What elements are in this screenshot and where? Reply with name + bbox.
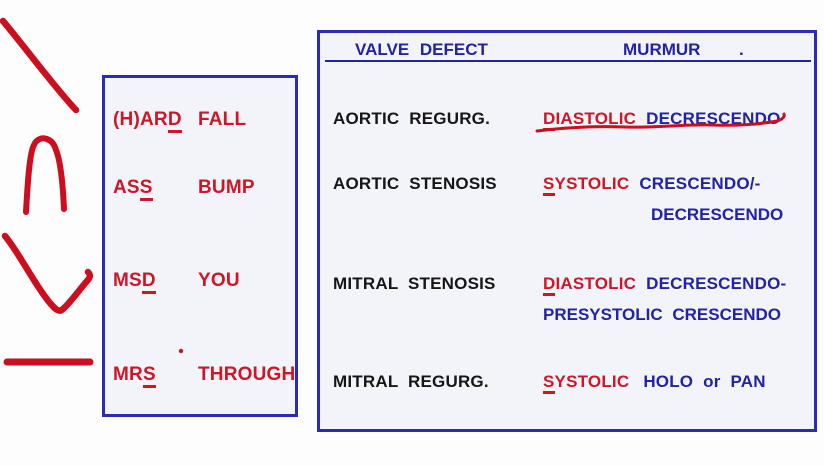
timing-rest: IASTOLIC (555, 109, 637, 128)
table-row: MITRAL REGURG. SYSTOLIC HOLO or PAN (320, 372, 814, 394)
mnemonic-word1: MSD (113, 270, 156, 294)
murmur-timing: SYSTOLIC (543, 372, 630, 394)
mnemonic-word1-underlined-letter: S (139, 178, 153, 201)
murmur-shape: DECRESCENDO (646, 109, 781, 128)
mnemonic-word1: (H)ARD (113, 109, 182, 133)
murmur-shape-line2: DECRESCENDO (651, 205, 784, 224)
mnemonic-word1-pre: MR (113, 364, 143, 385)
mnemonic-row: MRS THROUGH (105, 364, 295, 388)
decrescendo-slope-drawing (0, 17, 80, 114)
mnemonic-word2: YOU (198, 270, 240, 291)
murmur-timing: SYSTOLIC (543, 174, 630, 196)
crescendo-decrescendo-arch-drawing (23, 135, 67, 215)
mnemonic-word1-underlined-letter: D (141, 271, 156, 294)
mnemonic-word1: ASS (113, 177, 153, 201)
header-underline (325, 60, 811, 62)
timing-underlined-initial: S (543, 373, 555, 394)
mnemonic-box: (H)ARD FALL ASS BUMP MSD YOU MRS THROUGH (102, 75, 298, 417)
mnemonic-word1: MRS (113, 364, 156, 388)
defect-cell: AORTIC STENOSIS (333, 174, 497, 193)
valve-murmur-table: VALVE DEFECT MURMUR . AORTIC REGURG. DIA… (317, 30, 817, 432)
defect-cell: MITRAL STENOSIS (333, 274, 496, 293)
mnemonic-row: (H)ARD FALL (105, 109, 295, 133)
defect-cell: AORTIC REGURG. (333, 109, 491, 128)
table-row: AORTIC STENOSIS SYSTOLIC CRESCENDO/- (320, 174, 814, 196)
timing-rest: YSTOLIC (554, 174, 630, 193)
mnemonic-word1-pre: AS (113, 177, 140, 198)
table-row: AORTIC REGURG. DIASTOLIC DECRESCENDO (320, 109, 814, 131)
mnemonic-row: MSD YOU (105, 270, 295, 294)
murmur-shape: DECRESCENDO- (646, 274, 787, 293)
mnemonic-word1-pre: (H)AR (113, 109, 168, 130)
mnemonic-word1-pre: MS (113, 270, 142, 291)
header-valve-defect: VALVE DEFECT (355, 40, 488, 59)
murmur-timing: DIASTOLIC (543, 274, 637, 296)
murmur-cell: DIASTOLIC DECRESCENDO- (543, 274, 787, 296)
timing-rest: IASTOLIC (555, 274, 637, 293)
header-trailing-dot: . (739, 40, 744, 59)
mnemonic-word2: FALL (198, 109, 247, 130)
mnemonic-word1-underlined-letter: D (167, 110, 182, 133)
header-murmur: MURMUR (623, 40, 701, 59)
murmur-cell: SYSTOLIC HOLO or PAN (543, 372, 766, 394)
mnemonic-word2: BUMP (198, 177, 255, 198)
murmur-timing: DIASTOLIC (543, 109, 637, 131)
timing-underlined-initial: D (543, 275, 556, 296)
table-row: MITRAL STENOSIS DIASTOLIC DECRESCENDO- (320, 274, 814, 296)
murmur-shape: HOLO or PAN (643, 372, 766, 391)
murmur-cell: DIASTOLIC DECRESCENDO (543, 109, 781, 131)
murmur-shape-line2: PRESYSTOLIC CRESCENDO (543, 305, 782, 324)
timing-underlined-initial: S (543, 175, 555, 196)
mnemonic-word2: THROUGH (198, 364, 296, 385)
murmur-shape: CRESCENDO/- (639, 174, 761, 193)
murmur-cell: SYSTOLIC CRESCENDO/- (543, 174, 761, 196)
defect-cell: MITRAL REGURG. (333, 372, 489, 391)
timing-rest: YSTOLIC (554, 372, 630, 391)
mnemonic-row: ASS BUMP (105, 177, 295, 201)
mnemonic-word1-underlined-letter: S (142, 365, 156, 388)
decrescendo-presystolic-crescendo-check-drawing (1, 232, 94, 314)
timing-underlined-initial: D (543, 110, 556, 131)
